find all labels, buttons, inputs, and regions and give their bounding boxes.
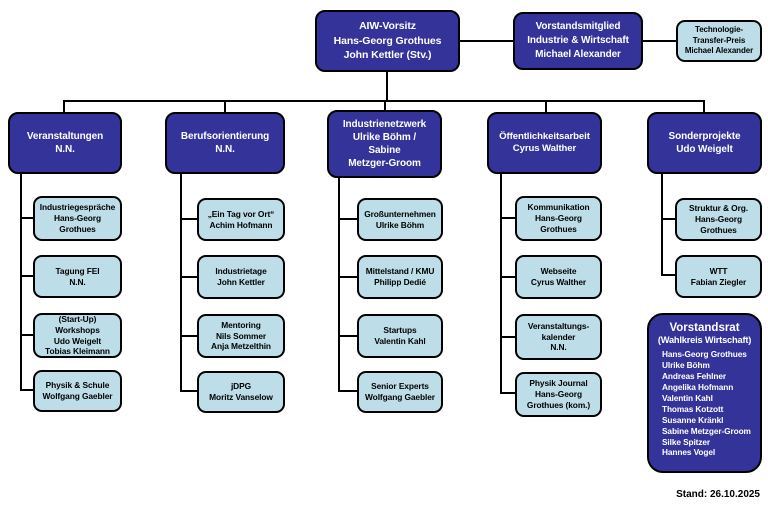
member-name: Andreas Fehlner [662, 370, 726, 381]
member-name: Angelika Hofmann [662, 381, 734, 392]
connector-line [338, 218, 357, 220]
node-tagung-fei: Tagung FEI N.N. [33, 255, 122, 298]
node-mittelstand-kmu: Mittelstand / KMU Philipp Dedié [357, 255, 443, 299]
node-jdpg: jDPG Moritz Vanselow [197, 371, 285, 413]
connector-line [63, 100, 65, 112]
connector-line [661, 174, 663, 276]
connector-line [224, 100, 226, 112]
connector-line [500, 217, 515, 219]
node-industriegespraeche: Industriegespräche Hans-Georg Grothues [33, 196, 122, 241]
vorstandsrat-subtitle: (Wahlkreis Wirtschaft) [657, 335, 752, 345]
connector-line [20, 334, 33, 336]
node-industrietage: Industrietage John Kettler [197, 255, 285, 299]
node-struktur-und-org: Struktur & Org. Hans-Georg Grothues [675, 198, 762, 241]
vorstandsrat-panel: Vorstandsrat (Wahlkreis Wirtschaft) Hans… [647, 313, 762, 473]
connector-line [643, 40, 676, 42]
connector-line [460, 40, 513, 42]
node-berufsorientierung: Berufsorientierung N.N. [165, 112, 285, 174]
connector-line [500, 392, 515, 394]
node-vorstandsmitglied: Vorstandsmitglied Industrie & Wirtschaft… [513, 12, 643, 70]
connector-line [20, 275, 33, 277]
vorstandsrat-members: Hans-Georg Grothues Ulrike Böhm Andreas … [649, 349, 760, 458]
node-physik-und-schule: Physik & Schule Wolfgang Gaebler [33, 370, 122, 412]
connector-line [338, 335, 357, 337]
connector-line [703, 100, 705, 112]
node-kommunikation: Kommunikation Hans-Georg Grothues [515, 196, 602, 241]
member-name: Thomas Kotzott [662, 403, 724, 414]
connector-line [545, 100, 547, 112]
connector-line [338, 390, 357, 392]
node-oeffentlichkeitsarbeit: Öffentlichkeitsarbeit Cyrus Walther [487, 112, 602, 174]
node-ein-tag-vor-ort: „Ein Tag vor Ort“ Achim Hofmann [197, 198, 285, 241]
node-veranstaltungskalender: Veranstaltungs- kalender N.N. [515, 314, 602, 360]
node-physik-journal: Physik Journal Hans-Georg Grothues (kom.… [515, 372, 602, 417]
connector-line [384, 100, 386, 110]
member-name: Sabine Metzger-Groom [662, 425, 751, 436]
connector-line [500, 276, 515, 278]
connector-line [661, 218, 675, 220]
connector-line [180, 218, 197, 220]
connector-line [20, 174, 22, 391]
connector-line [20, 217, 33, 219]
member-name: Hannes Vogel [662, 447, 716, 458]
connector-line [500, 336, 515, 338]
connector-line [180, 335, 197, 337]
vorstandsrat-title: Vorstandsrat [669, 322, 740, 334]
node-webseite: Webseite Cyrus Walther [515, 255, 602, 299]
node-veranstaltungen: Veranstaltungen N.N. [8, 112, 122, 174]
connector-line [338, 276, 357, 278]
node-mentoring: Mentoring Nils Sommer Anja Metzelthin [197, 314, 285, 358]
node-wtt: WTT Fabian Ziegler [675, 255, 762, 298]
connector-line [661, 274, 675, 276]
node-technologie-transfer-preis: Technologie- Transfer-Preis Michael Alex… [676, 20, 762, 62]
member-name: Ulrike Böhm [662, 359, 710, 370]
node-startups: Startups Valentin Kahl [357, 314, 443, 358]
connector-line [180, 276, 197, 278]
member-name: Valentin Kahl [662, 392, 713, 403]
node-industrienetzwerk: Industrienetzwerk Ulrike Böhm / Sabine M… [327, 110, 442, 178]
node-sonderprojekte: Sonderprojekte Udo Weigelt [647, 112, 762, 174]
connector-line [180, 174, 182, 392]
connector-line [20, 389, 33, 391]
stand-date: Stand: 26.10.2025 [676, 489, 760, 500]
node-aiw-vorsitz: AIW-Vorsitz Hans-Georg Grothues John Ket… [315, 10, 460, 72]
member-name: Silke Spitzer [662, 436, 711, 447]
node-grossunternehmen: Großunternehmen Ulrike Böhm [357, 198, 443, 241]
member-name: Susanne Kränkl [662, 414, 724, 425]
node-startup-workshops: (Start-Up) Workshops Udo Weigelt Tobias … [33, 313, 122, 358]
connector-line [338, 178, 340, 392]
member-name: Hans-Georg Grothues [662, 349, 747, 359]
node-senior-experts: Senior Experts Wolfgang Gaebler [357, 371, 443, 413]
connector-line [180, 390, 197, 392]
connector-line [386, 72, 388, 101]
connector-line [500, 174, 502, 394]
